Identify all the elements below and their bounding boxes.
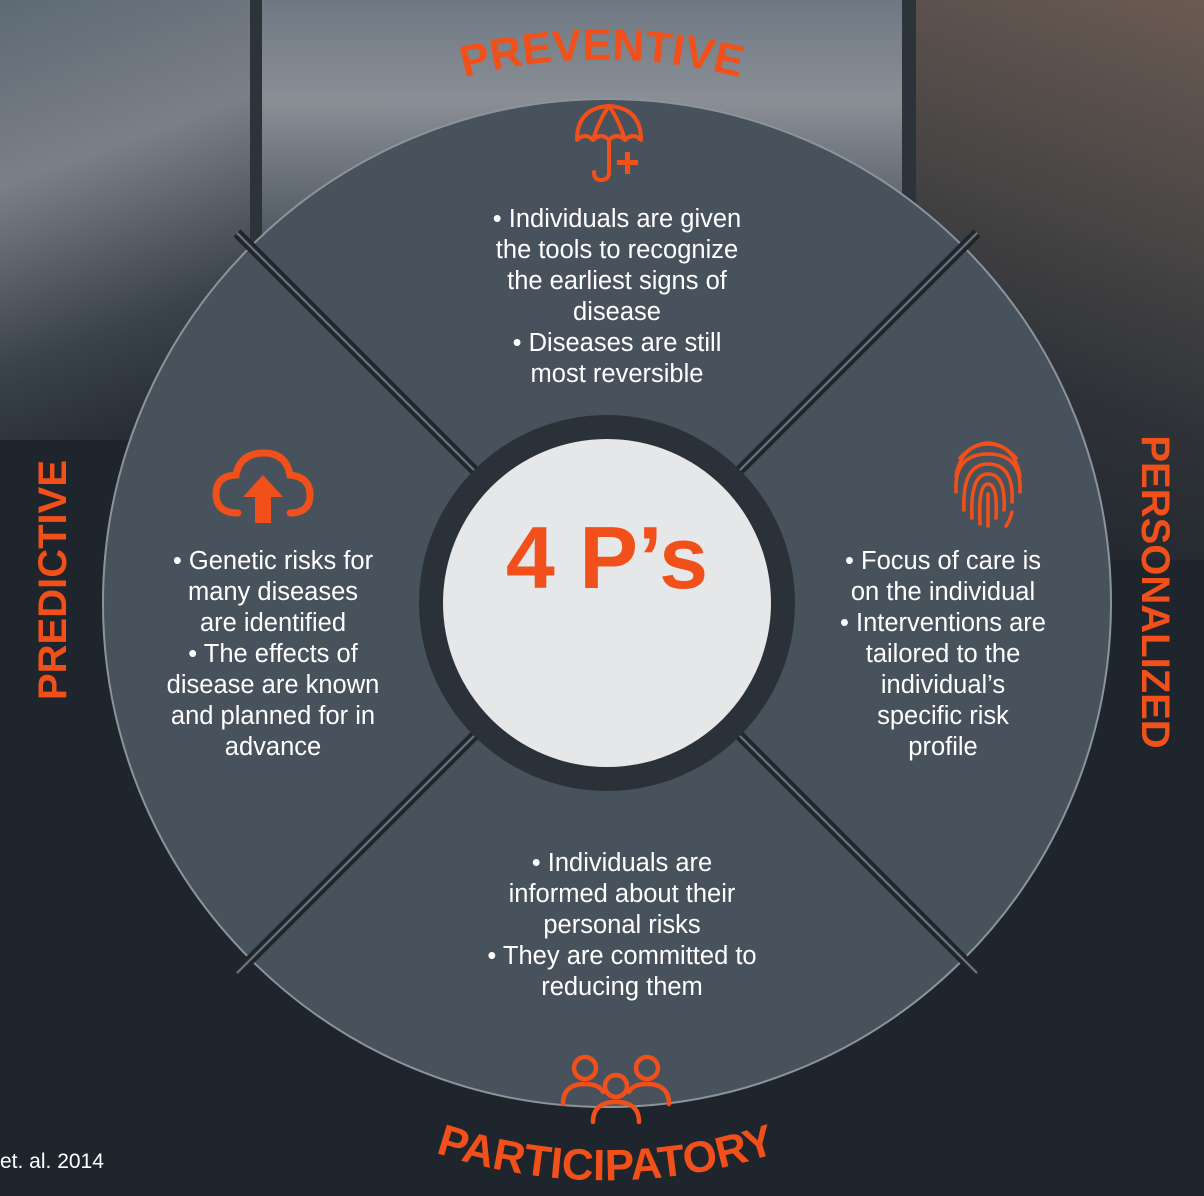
participatory-line: • They are committed to [487, 942, 757, 970]
predictive-line: many diseases [187, 578, 359, 606]
predictive-line: • The effects of [188, 640, 358, 668]
predictive-line: are identified [199, 609, 346, 637]
participatory-line: reducing them [541, 973, 703, 1001]
predictive-line: disease are known [166, 671, 380, 699]
center-circle [443, 439, 771, 767]
wheel-outline [102, 98, 1112, 1108]
participatory-text: • Individuals are informed about their p… [432, 848, 812, 1003]
personalized-line: individual’s [880, 671, 1006, 699]
participatory-line: informed about their [508, 880, 736, 908]
participatory-line: personal risks [543, 911, 701, 939]
label-preventive: PREVENTIVE [455, 20, 749, 87]
preventive-line: • Diseases are still [512, 329, 722, 357]
group-people-icon [560, 1054, 672, 1124]
citation: et. al. 2014 [0, 1150, 104, 1173]
personalized-line: on the individual [850, 578, 1036, 606]
participatory-line: • Individuals are [531, 849, 713, 877]
personalized-line: • Focus of care is [845, 547, 1041, 575]
cloud-upload-icon [212, 449, 314, 523]
personalized-line: • Interventions are [840, 609, 1046, 637]
predictive-text: • Genetic risks for many diseases are id… [118, 546, 428, 763]
preventive-line: • Individuals are given [492, 205, 742, 233]
personalized-line: tailored to the [865, 640, 1021, 668]
label-predictive: PREDICTIVE [31, 460, 75, 700]
personalized-text: • Focus of care is on the individual • I… [796, 546, 1090, 763]
preventive-text: • Individuals are given the tools to rec… [432, 204, 802, 390]
personalized-line: profile [908, 733, 978, 761]
fingerprint-icon [954, 441, 1022, 528]
umbrella-plus-icon [575, 104, 643, 182]
predictive-line: and planned for in [170, 702, 376, 730]
personalized-line: specific risk [877, 702, 1009, 730]
preventive-line: the tools to recognize [495, 236, 739, 264]
preventive-line: disease [573, 298, 661, 326]
background-frame [902, 0, 916, 250]
center-title: 4 P’s [505, 508, 709, 607]
background-frame [250, 0, 262, 250]
label-personalized: PERSONALIZED [1133, 435, 1177, 748]
predictive-line: advance [224, 733, 322, 761]
preventive-line: most reversible [530, 360, 704, 388]
preventive-line: the earliest signs of [507, 267, 727, 295]
label-participatory: PARTICIPATORY [432, 1115, 779, 1190]
predictive-line: • Genetic risks for [172, 547, 374, 575]
